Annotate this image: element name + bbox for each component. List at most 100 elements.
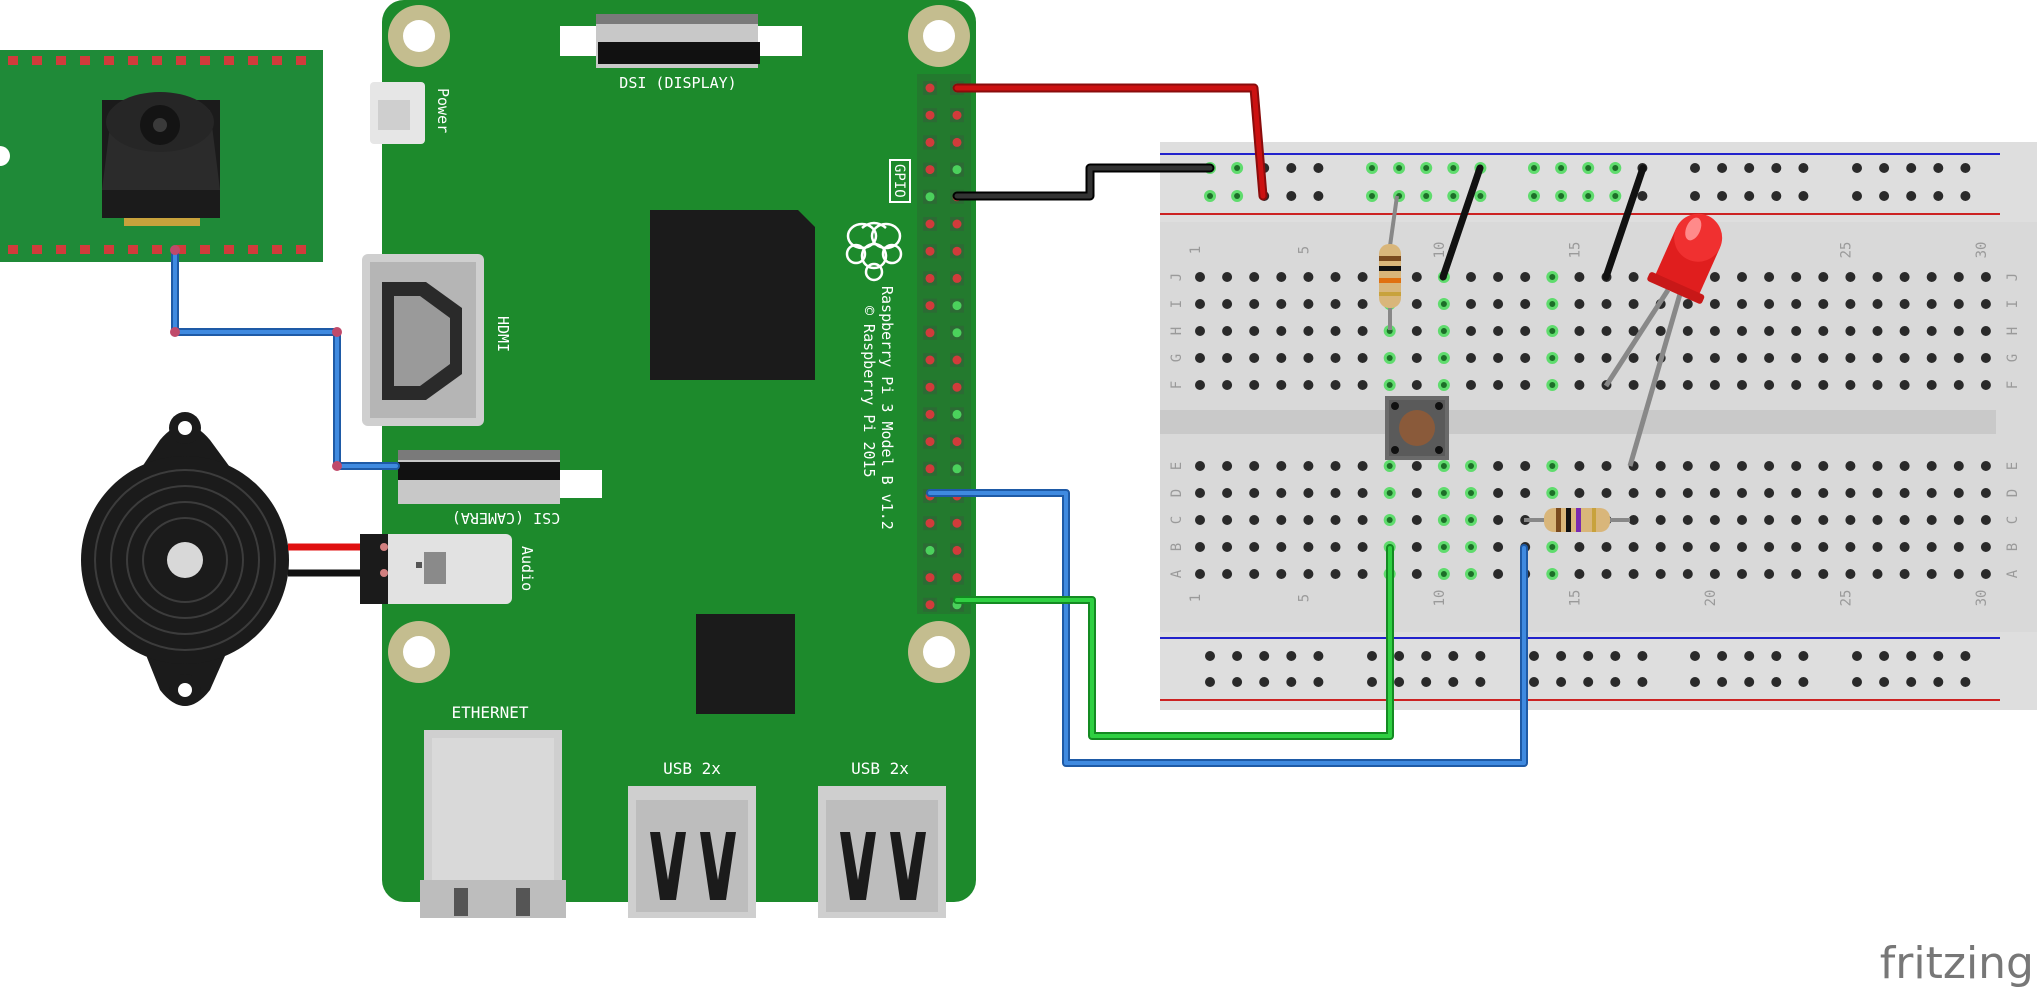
breadboard-hole bbox=[1655, 488, 1666, 498]
breadboard-hole bbox=[1411, 488, 1422, 498]
camera-module bbox=[0, 50, 323, 262]
camera-lens bbox=[102, 92, 220, 226]
gpio-pin-dot bbox=[925, 464, 935, 474]
gpio-pin-dot bbox=[952, 382, 962, 392]
breadboard-hole bbox=[1655, 326, 1666, 336]
breadboard-hole bbox=[1709, 380, 1720, 390]
breadboard-hole bbox=[1249, 542, 1260, 552]
breadboard-hole bbox=[1791, 353, 1802, 363]
breadboard-hole bbox=[1764, 461, 1775, 471]
breadboard-hole bbox=[1411, 380, 1422, 390]
breadboard-hole bbox=[1330, 299, 1341, 309]
breadboard-hole bbox=[1737, 299, 1747, 309]
power-rail-hole bbox=[1529, 677, 1539, 687]
breadboard-hole bbox=[1872, 299, 1883, 309]
breadboard-hole bbox=[1818, 272, 1829, 282]
power-rail-hole bbox=[1286, 191, 1297, 201]
breadboard-hole bbox=[1818, 542, 1829, 552]
power-rail-hole bbox=[1879, 163, 1890, 173]
breadboard-hole bbox=[1899, 272, 1910, 282]
lan-chip bbox=[696, 614, 795, 714]
row-label: C bbox=[2005, 516, 2021, 524]
breadboard-hole bbox=[1872, 461, 1883, 471]
dsi-connector bbox=[560, 14, 802, 68]
breadboard-hole bbox=[1601, 569, 1612, 579]
power-rail-hole bbox=[1313, 651, 1324, 661]
power-rail-hole bbox=[1475, 651, 1486, 661]
gpio-pin-dot bbox=[952, 464, 962, 474]
breadboard-hole-center bbox=[1549, 274, 1556, 280]
breadboard-hole-center bbox=[1386, 490, 1393, 496]
breadboard-hole-center bbox=[1440, 301, 1447, 307]
row-label: H bbox=[2005, 327, 2021, 335]
breadboard-hole bbox=[1357, 326, 1368, 336]
power-rail-hole bbox=[1798, 651, 1809, 661]
power-rail-hole-center bbox=[1612, 165, 1619, 171]
power-rail-hole bbox=[1286, 163, 1297, 173]
breadboard-hole bbox=[1222, 326, 1233, 336]
breadboard-hole bbox=[1682, 488, 1693, 498]
breadboard-hole bbox=[1574, 542, 1585, 552]
breadboard-hole bbox=[1601, 353, 1612, 363]
power-rail-hole bbox=[1583, 651, 1594, 661]
breadboard-hole bbox=[1845, 299, 1856, 309]
breadboard-hole bbox=[1818, 326, 1829, 336]
hdmi-connector bbox=[362, 254, 484, 426]
power-rail-hole bbox=[1421, 677, 1432, 687]
breadboard-hole bbox=[1466, 380, 1476, 390]
power-rail-hole bbox=[1744, 191, 1755, 201]
breadboard-hole bbox=[1601, 542, 1612, 552]
breadboard-hole bbox=[1628, 542, 1639, 552]
ethernet-label: ETHERNET bbox=[451, 703, 528, 722]
breadboard-hole bbox=[1330, 272, 1341, 282]
row-label: A bbox=[2005, 569, 2021, 578]
breadboard-hole bbox=[1953, 461, 1964, 471]
power-rail-hole bbox=[1637, 191, 1648, 201]
power-rail-hole bbox=[1933, 191, 1944, 201]
breadboard-hole bbox=[1764, 380, 1775, 390]
breadboard-hole bbox=[1249, 380, 1260, 390]
breadboard-hole bbox=[1682, 326, 1693, 336]
breadboard-hole bbox=[1520, 272, 1531, 282]
breadboard-hole bbox=[1655, 515, 1666, 525]
breadboard-hole bbox=[1628, 380, 1639, 390]
power-rail-hole bbox=[1205, 677, 1215, 687]
breadboard-hole bbox=[1709, 326, 1720, 336]
breadboard-hole bbox=[1303, 515, 1314, 525]
power-rail-hole bbox=[1771, 651, 1782, 661]
gpio-pin-dot bbox=[952, 328, 962, 338]
breadboard-hole bbox=[1574, 272, 1585, 282]
power-rail-hole bbox=[1906, 191, 1917, 201]
breadboard-hole bbox=[1303, 542, 1314, 552]
power-rail-hole-center bbox=[1477, 193, 1484, 199]
gpio-pin-dot bbox=[952, 110, 962, 120]
breadboard-hole bbox=[1276, 569, 1287, 579]
power-rail-hole bbox=[1421, 651, 1432, 661]
column-label-bottom: 25 bbox=[1838, 590, 1854, 607]
raspberry-pi-board: DSI (DISPLAY) Power HDMI Ras bbox=[360, 0, 976, 918]
breadboard-hole bbox=[1574, 461, 1585, 471]
breadboard-hole-center bbox=[1468, 463, 1474, 469]
power-rail-hole bbox=[1717, 651, 1728, 661]
usb-label-2: USB 2x bbox=[851, 759, 909, 778]
gpio-pin-dot bbox=[925, 165, 935, 175]
breadboard-hole-center bbox=[1549, 328, 1556, 334]
row-label: F bbox=[2005, 381, 2021, 389]
power-rail-hole bbox=[1610, 677, 1621, 687]
breadboard-hole bbox=[1195, 326, 1205, 336]
breadboard-hole bbox=[1303, 326, 1314, 336]
power-rail-hole bbox=[1933, 163, 1944, 173]
breadboard-hole bbox=[1818, 461, 1829, 471]
breadboard-hole bbox=[1249, 515, 1260, 525]
breadboard-hole-center bbox=[1549, 463, 1556, 469]
power-rail-hole-center bbox=[1585, 165, 1592, 171]
breadboard-hole bbox=[1845, 461, 1856, 471]
breadboard-hole bbox=[1818, 380, 1829, 390]
breadboard-hole bbox=[1520, 353, 1531, 363]
power-rail-hole bbox=[1744, 651, 1755, 661]
breadboard-hole bbox=[1737, 515, 1747, 525]
breadboard: 115510101515202025253030JJIIHHGGFFEEDDCC… bbox=[1160, 142, 2037, 710]
breadboard-hole bbox=[1195, 272, 1205, 282]
breadboard-hole bbox=[1222, 515, 1233, 525]
breadboard-hole bbox=[1845, 353, 1856, 363]
